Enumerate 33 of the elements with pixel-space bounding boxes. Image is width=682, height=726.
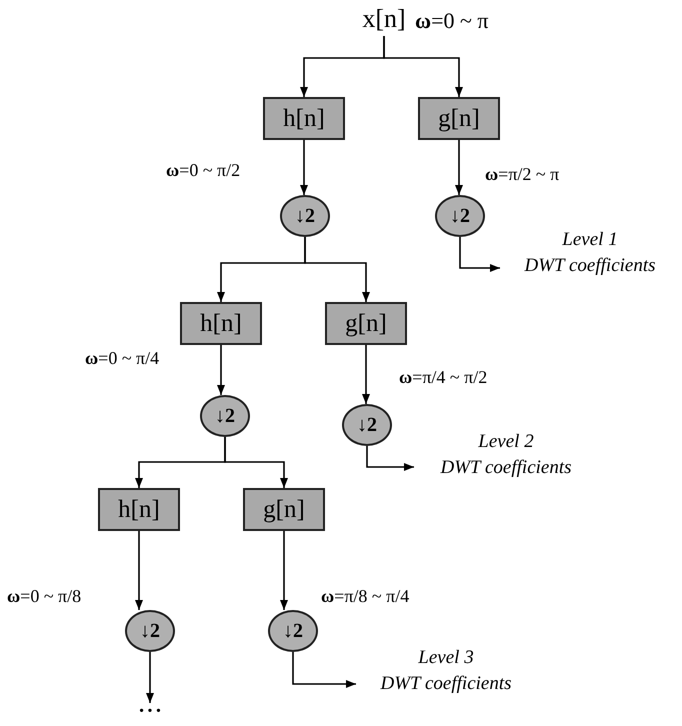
output-label: DWT coefficients [380, 672, 512, 696]
filter-box: g[n] [418, 97, 500, 140]
filter-box: g[n] [325, 302, 407, 345]
continuation-dots: • • • [125, 703, 175, 721]
arrow [135, 531, 143, 610]
signal-label: x[n] [355, 2, 413, 36]
arrow [455, 140, 463, 195]
downsample-circle: ↓2 [280, 195, 330, 237]
arrow [304, 237, 370, 302]
downsample-circle: ↓2 [268, 610, 318, 652]
filter-box: g[n] [243, 488, 325, 531]
filter-box: h[n] [98, 488, 180, 531]
arrow [292, 652, 356, 688]
arrow [366, 446, 414, 471]
arrow [217, 345, 225, 395]
arrow [383, 36, 463, 97]
arrow [146, 652, 154, 703]
arrow [224, 437, 288, 488]
arrow [362, 345, 370, 404]
output-label: DWT coefficients [524, 254, 656, 278]
output-label: Level 1 [562, 228, 618, 252]
downsample-circle: ↓2 [342, 404, 392, 446]
arrow [300, 140, 308, 195]
output-label: Level 2 [478, 430, 534, 454]
downsample-circle: ↓2 [125, 610, 175, 652]
downsample-circle: ↓2 [200, 395, 250, 437]
arrow [280, 531, 288, 610]
filter-box: h[n] [263, 97, 345, 140]
downsample-circle: ↓2 [435, 195, 485, 237]
filter-box: h[n] [180, 302, 262, 345]
arrow [459, 237, 500, 272]
output-label: Level 3 [418, 646, 474, 670]
output-label: DWT coefficients [440, 456, 572, 480]
